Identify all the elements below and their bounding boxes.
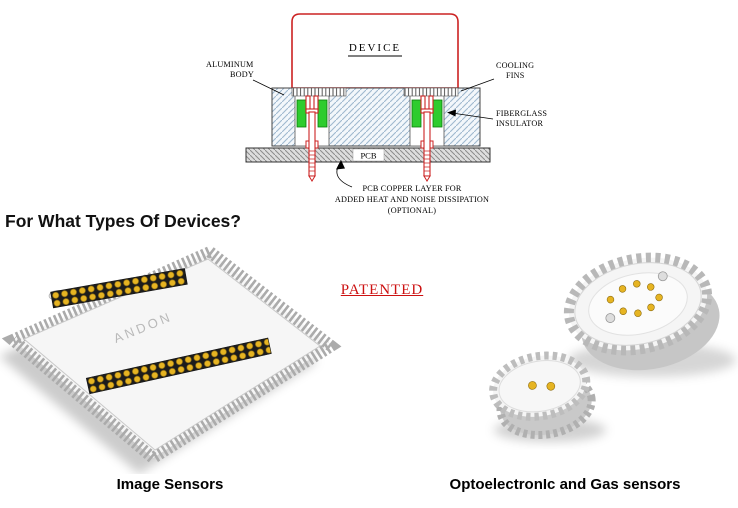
technical-diagram: DEVICE PCB (206, 13, 547, 215)
clip-assembly-left (296, 95, 328, 128)
cooling-fins-left (291, 87, 347, 97)
fiberglass-label-line2: INSULATOR (496, 119, 543, 128)
pin-header-body (50, 268, 188, 309)
screw-head (605, 313, 616, 323)
gold-contact-dot (546, 381, 556, 391)
image-sensor-heatsink-illustration: ANDON (0, 245, 342, 474)
cooling-fins-right (403, 87, 459, 97)
fiberglass-insulator-block (411, 99, 422, 128)
screw-tip (423, 175, 431, 182)
caption-opto-gas-sensors: OptoelectronIc and Gas sensors (449, 476, 681, 493)
patented-label: PATENTED (340, 282, 424, 298)
screw-left (305, 111, 319, 182)
small-sensor-package (489, 351, 596, 440)
leader-line-cooling-fins (460, 78, 495, 92)
pcb-label-box (352, 148, 385, 162)
large-sensor-package (563, 252, 720, 371)
caption-image-sensors: Image Sensors (116, 476, 224, 493)
fiberglass-insulator-block (432, 99, 443, 128)
pcb-copper-label-line2: ADDED HEAT AND NOISE DISSIPATION (335, 195, 489, 204)
product-illustrations: ANDON (0, 245, 736, 474)
screw-threads (309, 150, 315, 172)
gold-contact-dots (606, 280, 663, 317)
screw-shaft (308, 111, 316, 177)
pin-header-body (85, 337, 272, 395)
screw-threads (424, 150, 430, 172)
cooling-fins-label-line1: COOLING (496, 61, 534, 70)
screw-shaft (423, 111, 431, 177)
screw-right (420, 111, 434, 182)
aluminum-body-label-line2: BODY (230, 70, 254, 79)
gold-contact-dot (528, 381, 537, 390)
device-outline (291, 13, 459, 89)
pcb-copper-label-line1: PCB COPPER LAYER FOR (362, 184, 461, 193)
sensor-packages-illustration (489, 252, 736, 442)
screw-head (657, 271, 668, 282)
cooling-fins-label-line2: FINS (506, 71, 525, 80)
leader-line-fiberglass (451, 112, 494, 120)
gold-pin-header-lower (85, 337, 272, 395)
arrowhead-fiberglass (447, 109, 456, 117)
heatsink-top-face (23, 258, 321, 451)
screw-tip (308, 175, 316, 182)
pcb-label: PCB (360, 151, 376, 161)
pcb-copper-label-line3: (OPTIONAL) (388, 206, 436, 215)
leader-line-aluminum-body (252, 79, 285, 96)
gold-pin-header-upper (50, 268, 188, 309)
section-heading: For What Types Of Devices? (5, 211, 241, 231)
sensor-top-face (498, 360, 581, 413)
aluminum-body-label-line1: ALUMINUM (206, 60, 254, 69)
fiberglass-label-line1: FIBERGLASS (496, 109, 547, 118)
arrowhead-pcb-copper (336, 160, 345, 170)
fiberglass-insulator-block (317, 99, 328, 128)
fiberglass-insulator-block (296, 99, 307, 128)
device-label: DEVICE (349, 42, 401, 54)
clip-assembly-right (411, 95, 443, 128)
